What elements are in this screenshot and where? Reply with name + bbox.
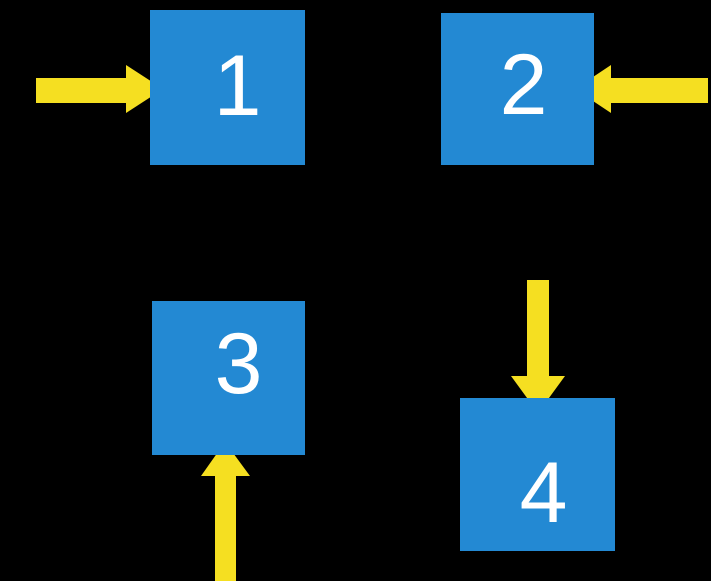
node-label-4: 4 (519, 444, 568, 541)
node-box-1[interactable]: 1 (150, 10, 305, 165)
arrow-down-icon (511, 280, 565, 413)
node-box-3[interactable]: 3 (152, 301, 305, 455)
arrow-left-icon (575, 65, 708, 113)
node-label-3: 3 (214, 316, 263, 412)
node-box-2[interactable]: 2 (441, 13, 594, 165)
arrow-right-icon (36, 65, 163, 113)
node-label-2: 2 (499, 37, 548, 133)
node-box-4[interactable]: 4 (460, 398, 615, 551)
node-label-1: 1 (213, 37, 262, 134)
arrow-up-icon (201, 442, 250, 581)
